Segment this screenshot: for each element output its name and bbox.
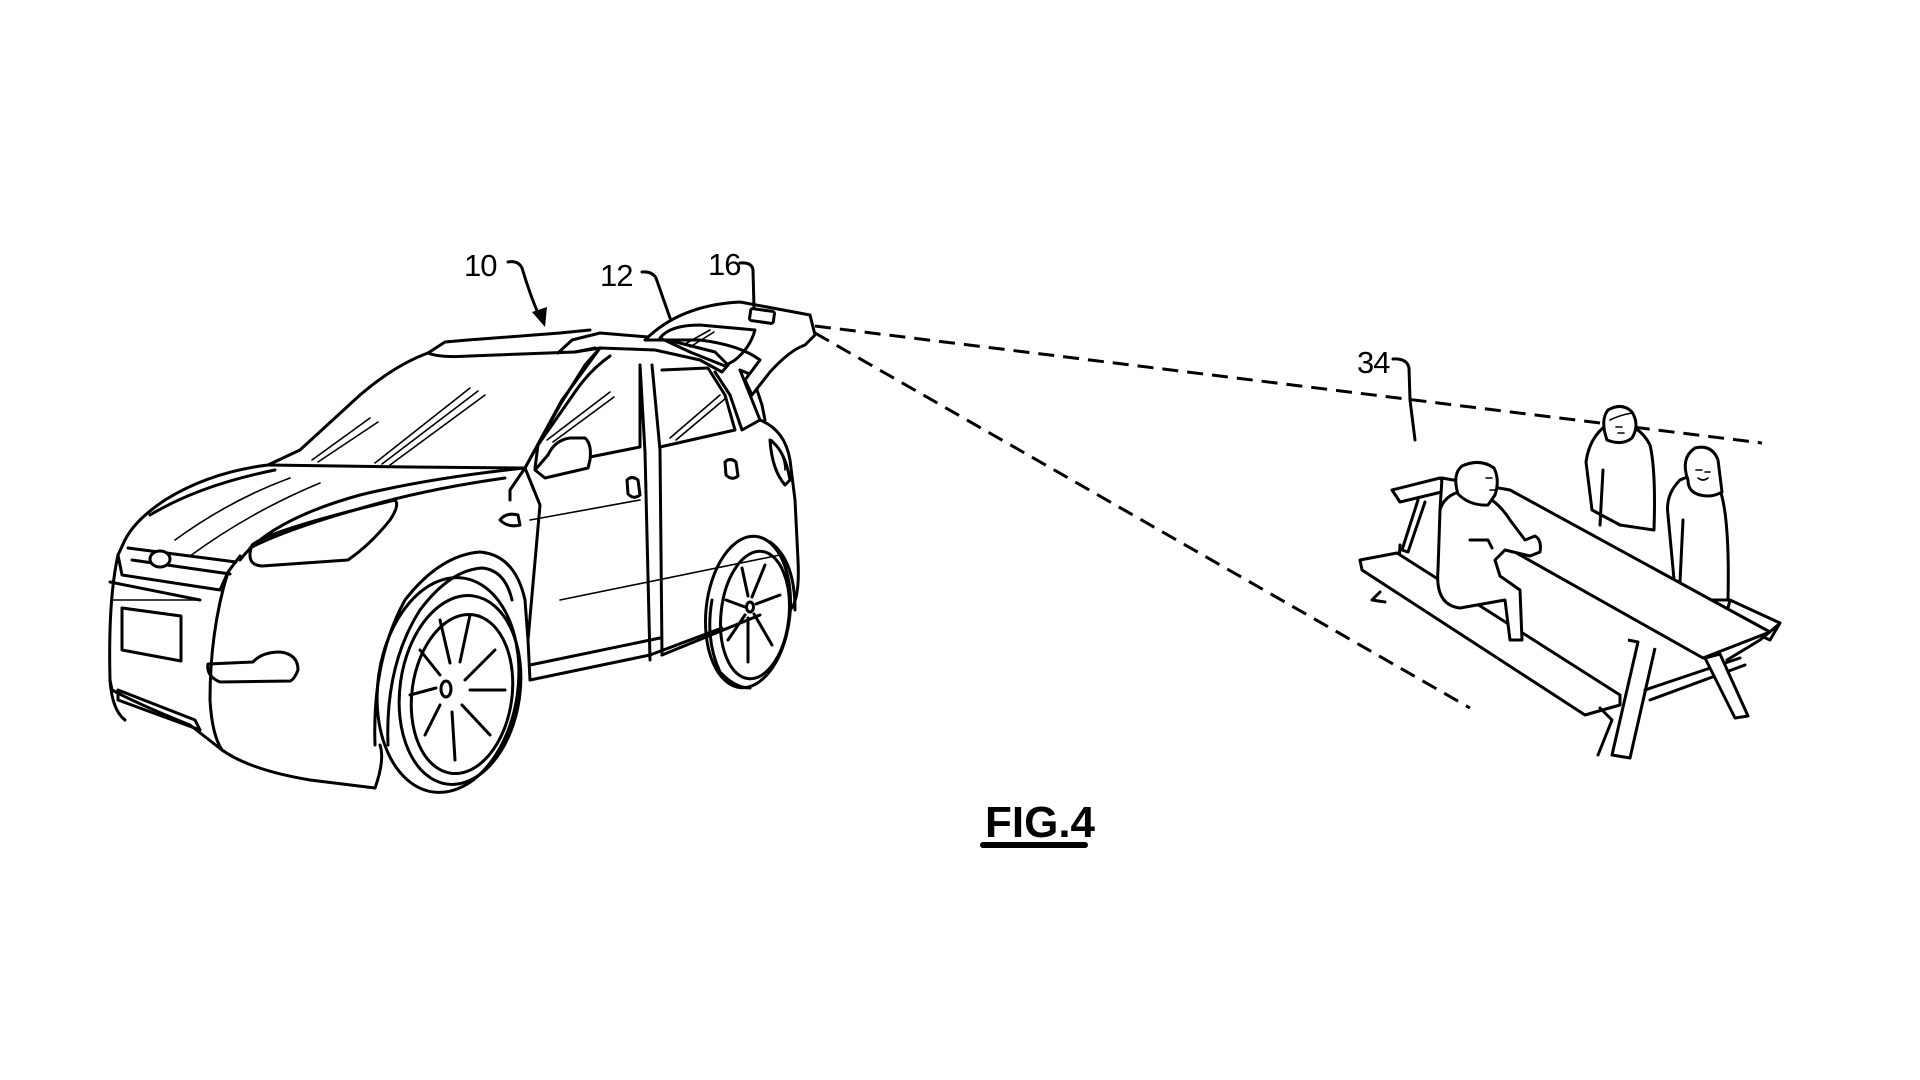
projection-ray-upper [814, 324, 1763, 445]
person-front [1436, 461, 1542, 642]
picnic-table-scene [1358, 405, 1782, 760]
reference-numeral-10: 10 [464, 248, 547, 327]
ref-label-34: 34 [1357, 345, 1390, 380]
reference-numeral-12: 12 [600, 258, 672, 320]
reference-numeral-34: 34 [1357, 345, 1417, 442]
reference-numeral-16: 16 [708, 247, 756, 310]
figure-caption-text: FIG.4 [985, 798, 1096, 847]
figure-caption: FIG.4 [980, 798, 1096, 848]
projection-cone [814, 324, 1763, 710]
ref-label-12: 12 [600, 258, 632, 293]
person-center [1584, 405, 1656, 532]
ref-label-16: 16 [708, 247, 740, 282]
person-right [1666, 445, 1730, 602]
leader-arrowhead-icon [532, 307, 547, 327]
vehicle-drawing [108, 300, 817, 794]
projection-ray-lower [814, 331, 1471, 710]
ref-label-10: 10 [464, 248, 497, 283]
